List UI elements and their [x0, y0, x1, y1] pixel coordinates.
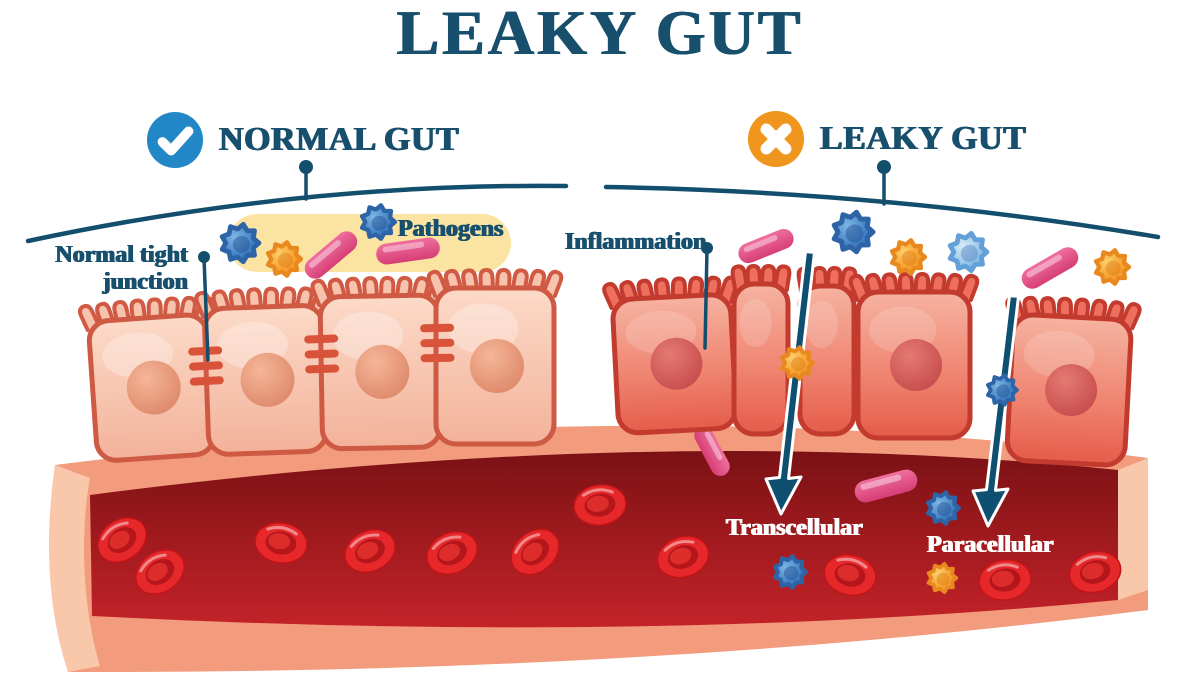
check-icon — [146, 111, 204, 169]
cell-nucleus — [890, 339, 942, 391]
red-blood-cell — [97, 517, 147, 563]
transcellular-label: Transcellular — [726, 515, 863, 541]
microvillus — [957, 273, 980, 302]
inflammation-label: Inflammation — [565, 229, 707, 255]
dot-normal — [299, 160, 313, 174]
virus-particle — [928, 492, 959, 524]
red-blood-cell — [978, 559, 1032, 601]
leaky-gut-cells — [602, 264, 1142, 468]
bacteria-rod — [738, 228, 794, 264]
microvillus — [602, 281, 625, 310]
normal-gut-cells — [78, 268, 564, 463]
page-title: LEAKY GUT — [396, 0, 804, 68]
virus-particle — [222, 224, 259, 261]
virus-particle — [986, 373, 1019, 407]
cell-nucleus — [355, 344, 410, 399]
transcellular-arrow — [764, 250, 816, 516]
red-blood-cells — [97, 484, 1122, 601]
cell-nucleus — [1045, 364, 1098, 417]
tight-junction — [420, 323, 455, 363]
red-blood-cell — [510, 528, 560, 576]
bacteria-rod — [854, 469, 918, 503]
virus-particle — [926, 562, 959, 594]
bracket-leaky — [603, 184, 1161, 240]
virus-particle — [362, 205, 395, 238]
virus-particle — [782, 347, 813, 379]
microvillus — [541, 269, 564, 298]
inflamed-epithelial-cell — [730, 264, 792, 437]
cell-nucleus — [650, 337, 703, 390]
floating-pathogens — [222, 205, 1129, 407]
normal-epithelial-cell — [426, 268, 564, 447]
leader-lines — [25, 166, 1161, 362]
red-blood-cell — [254, 522, 308, 564]
red-blood-cell — [656, 535, 710, 579]
inflamed-epithelial-cell — [1004, 295, 1142, 468]
cell-nucleus — [240, 352, 295, 407]
virus-particle — [950, 233, 987, 270]
red-blood-cell — [426, 531, 478, 575]
microvillus — [848, 273, 871, 302]
dot-leaky — [877, 160, 891, 174]
red-blood-cell — [573, 484, 627, 526]
cell-nucleus — [126, 360, 181, 415]
paracellular-label: Paracellular — [927, 532, 1054, 558]
bacteria-rod — [694, 426, 730, 476]
red-blood-cell — [1068, 550, 1122, 594]
vessel-pathogens — [694, 426, 959, 594]
bacteria-rod — [304, 231, 358, 279]
red-blood-cell — [823, 553, 877, 597]
bracket-normal — [25, 183, 569, 244]
tight-junction — [304, 334, 340, 374]
red-blood-cell — [135, 549, 185, 595]
dot-tight-junction — [198, 251, 210, 263]
microvillus — [426, 269, 449, 298]
tight-junction-label: Normal tight junction — [55, 242, 188, 295]
dot-inflammation — [701, 242, 713, 254]
tight-junctions — [188, 323, 455, 386]
leader-dots — [198, 160, 891, 263]
normal-epithelial-cell — [78, 295, 217, 463]
cross-icon — [747, 110, 805, 168]
microvillus — [1119, 302, 1142, 331]
normal-gut-header: NORMAL GUT — [146, 111, 459, 169]
vessel-cut-edge-left — [48, 465, 100, 672]
leaky-gut-label: LEAKY GUT — [820, 120, 1027, 157]
bacteria-rod — [376, 237, 440, 265]
cell-nucleus — [470, 339, 524, 393]
microvillus — [78, 303, 101, 332]
virus-particle — [892, 240, 925, 273]
leader-inflammation — [703, 247, 709, 350]
microvillus — [310, 278, 333, 307]
inflamed-epithelial-cell — [848, 272, 980, 441]
normal-epithelial-cell — [310, 275, 448, 452]
virus-particle — [1096, 250, 1129, 283]
leader-tight-junction — [202, 256, 210, 362]
cell-sheen — [805, 300, 838, 349]
red-blood-cell — [344, 529, 396, 573]
virus-particle — [268, 242, 301, 275]
bacteria-rod — [1021, 247, 1079, 289]
normal-gut-label: NORMAL GUT — [219, 121, 460, 158]
cell-sheen — [739, 299, 772, 347]
pathogens-label: Pathogens — [398, 216, 504, 242]
inflamed-epithelial-cell — [602, 275, 739, 436]
virus-particle — [834, 212, 873, 251]
paracellular-arrow — [971, 294, 1020, 528]
leaky-gut-header: LEAKY GUT — [747, 110, 1026, 168]
vessel-cut-edge-right — [1118, 458, 1148, 600]
tight-junction — [188, 346, 224, 386]
virus-particle — [775, 556, 806, 588]
